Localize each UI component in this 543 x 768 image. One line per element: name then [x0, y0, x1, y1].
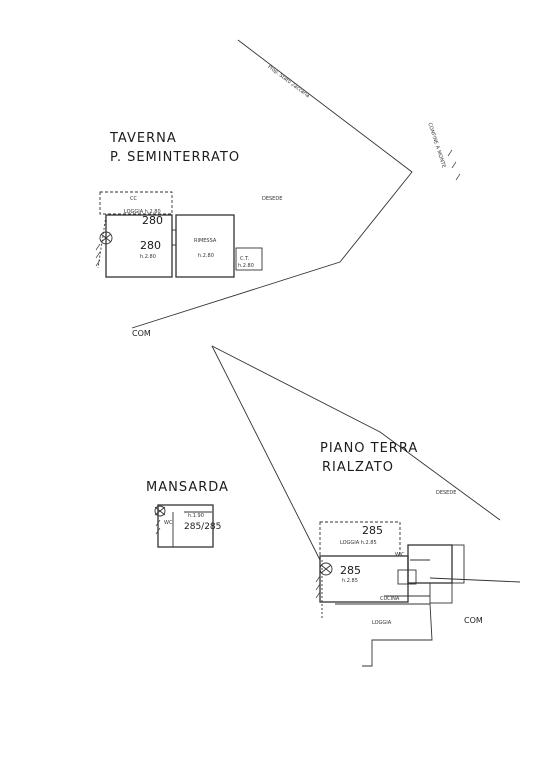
room-285-number: 285: [340, 564, 361, 577]
desede-bottom-label: DESEDE: [436, 490, 457, 496]
loggia-outline: [335, 603, 433, 667]
rialzato-title: RIALZATO: [322, 460, 394, 475]
cucina-label: CUCINA: [380, 596, 400, 602]
boundary-line-left: [211, 345, 321, 561]
cc-label: CC: [130, 196, 137, 202]
rimessa-label: RIMESSA: [194, 238, 217, 244]
boundary-line-ground: [211, 345, 501, 521]
loggia-top-number: 285: [362, 524, 383, 537]
mansarda-number: 285/285: [184, 522, 222, 532]
basement-plan: [97, 191, 263, 278]
desede-top-label: DESEDE: [262, 196, 283, 202]
piano-terra-title: PIANO TERRA: [320, 441, 419, 456]
loggia-basement-label: LOGGIA h.2.80: [124, 209, 161, 215]
mansarda-height: h.1.90: [188, 513, 204, 519]
loggia-basement-number: 280: [142, 214, 163, 227]
wc-mansarda-label: WC: [164, 520, 173, 526]
ct-height: h.2.80: [238, 263, 254, 269]
seminterrato-title: P. SEMINTERRATO: [110, 150, 241, 165]
mansarda-title: MANSARDA: [146, 480, 229, 495]
ground-floor-plan: [319, 521, 465, 667]
boundary-line-top: [131, 39, 413, 329]
com-top-label: COM: [132, 329, 151, 338]
mansarda-plan: [154, 504, 214, 548]
boundary-line-right: [429, 577, 521, 583]
ct-label: C.T.: [240, 256, 250, 262]
loggia-top-label: LOGGIA h.2.85: [340, 540, 377, 546]
room-280-number: 280: [140, 239, 161, 252]
wc-ground-label: W.C.: [395, 552, 407, 558]
rimessa-height: h.2.80: [198, 253, 214, 259]
taverna-title: TAVERNA: [110, 131, 177, 146]
com-bottom-label: COM: [464, 616, 483, 625]
room-280-height: h.2.80: [140, 254, 156, 260]
loggia-bottom-label: LOGGIA: [372, 620, 392, 626]
room-285-height: h.2.85: [342, 578, 358, 584]
